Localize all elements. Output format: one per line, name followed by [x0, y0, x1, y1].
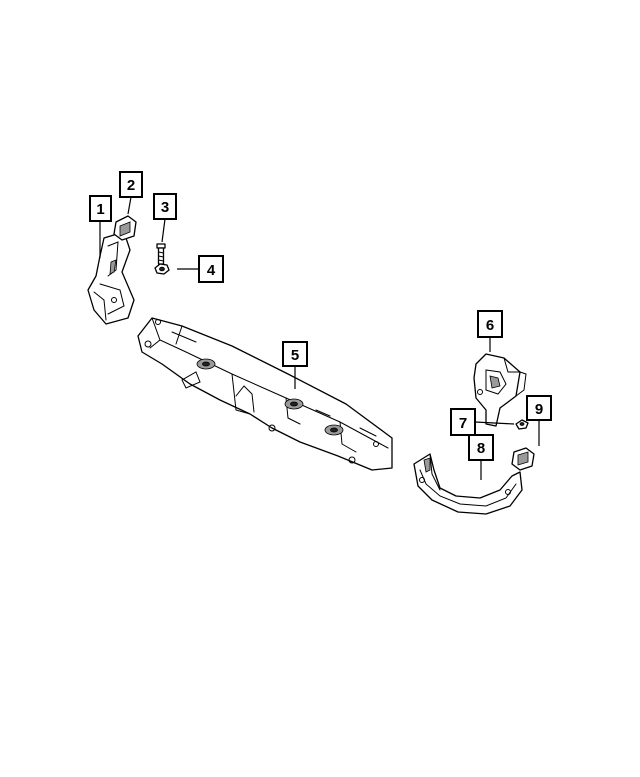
callout-6-label: 6	[486, 317, 494, 334]
callout-5-label: 5	[291, 347, 299, 364]
callout-9: 9	[526, 395, 552, 421]
part-nut	[154, 263, 170, 275]
callout-4-label: 4	[207, 262, 216, 279]
part-right-clip	[511, 447, 535, 471]
callout-3-label: 3	[161, 199, 169, 216]
part-right-headlamp-bracket	[413, 453, 523, 515]
part-left-clip	[113, 215, 137, 241]
callout-5: 5	[282, 341, 308, 367]
callout-8-label: 8	[477, 440, 485, 457]
leader-2	[127, 196, 132, 215]
callout-8: 8	[468, 434, 494, 461]
leader-lines	[99, 196, 540, 480]
part-right-bracket	[473, 353, 527, 427]
part-bolt	[156, 243, 166, 265]
part-screw	[515, 419, 529, 430]
callout-9-label: 9	[535, 401, 543, 418]
callout-6: 6	[477, 310, 503, 338]
callout-1: 1	[89, 195, 112, 222]
callout-1-label: 1	[96, 201, 104, 218]
callout-7-label: 7	[459, 415, 467, 432]
callout-2-label: 2	[127, 177, 135, 194]
callout-3: 3	[153, 193, 177, 220]
callout-7: 7	[450, 408, 476, 436]
callout-4: 4	[198, 255, 224, 283]
part-left-headlamp-bracket	[87, 231, 135, 325]
leader-7	[474, 421, 515, 425]
callout-2: 2	[119, 171, 143, 198]
leader-3	[161, 218, 166, 243]
part-crossmember	[137, 317, 393, 471]
